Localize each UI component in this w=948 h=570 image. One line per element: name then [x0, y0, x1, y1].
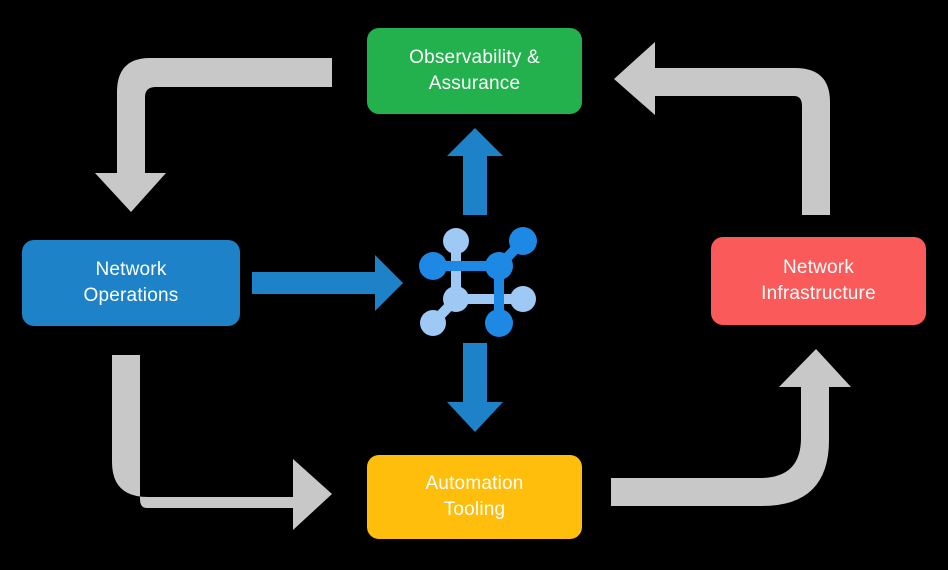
node-network-operations-label: Network Operations [83, 259, 179, 306]
node-bottom [485, 309, 513, 337]
blue-arrow-down [447, 343, 503, 432]
node-network-infrastructure[interactable]: Network Infrastructure [711, 237, 926, 325]
node-bottom-left [420, 310, 446, 336]
blue-arrow-up [447, 128, 503, 215]
node-inner-lower [443, 286, 469, 312]
node-automation-tooling-label: Automation Tooling [425, 473, 524, 520]
gray-arrow-top-right [614, 42, 830, 215]
network-icon-nodes [419, 227, 537, 337]
link-center-to-topright [495, 237, 527, 270]
link-inner-to-corner [429, 295, 460, 327]
node-top [443, 228, 469, 254]
node-left [419, 252, 447, 280]
gray-arrow-bottom-right [611, 349, 851, 506]
blue-arrow-right [252, 255, 403, 311]
node-right [510, 286, 536, 312]
node-center [485, 252, 513, 280]
node-network-infrastructure-label: Network Infrastructure [761, 257, 876, 304]
node-observability-label: Observability & Assurance [409, 47, 540, 94]
network-icon-links [429, 237, 527, 327]
node-automation-tooling[interactable]: Automation Tooling [367, 455, 582, 539]
gray-arrow-bottom-left [112, 355, 332, 530]
gray-arrow-top-left [95, 58, 332, 212]
node-observability-assurance[interactable]: Observability & Assurance [367, 28, 582, 114]
node-network-operations[interactable]: Network Operations [22, 240, 240, 326]
node-top-right [509, 227, 537, 255]
